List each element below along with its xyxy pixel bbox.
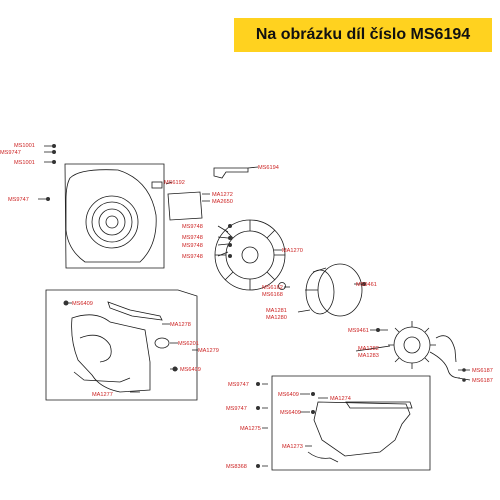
label-ma1274: MA1274 [330, 396, 351, 402]
label-ms8368: MS8368 [226, 464, 247, 470]
label-ms1001-b: MS1001 [14, 160, 35, 166]
fan-cover-box [64, 163, 165, 269]
stator-wire-2 [435, 335, 457, 363]
terminal-ms6187-a [462, 368, 466, 372]
clip-ms6192 [151, 181, 163, 189]
screw-ms9461-a [362, 282, 366, 286]
label-ma1273: MA1273 [282, 444, 303, 450]
fan-cover-grille-inner [98, 208, 126, 236]
rotor-back [305, 269, 335, 315]
label-ms6194: MS6194 [258, 165, 279, 171]
terminal-ms6187-b [462, 378, 466, 382]
label-ms9748-b: MS9748 [182, 235, 203, 241]
label-ma1270: MA1270 [282, 248, 303, 254]
label-ms6162: MS6162 [262, 285, 283, 291]
label-ms6192: MS6192 [164, 180, 185, 186]
fan-cover-grille-mid [91, 201, 133, 243]
label-ms6409-b: MS6409 [180, 367, 201, 373]
lower-cover-part [313, 401, 411, 457]
nut-ms6162 [278, 282, 286, 290]
screw-ms9748-d [228, 254, 232, 258]
label-ma1272: MA1272 [212, 192, 233, 198]
part-number-banner: Na obrázku díl číslo MS6194 [234, 18, 492, 52]
label-ms1001-a: MS1001 [14, 143, 35, 149]
cover-lower-box [271, 375, 431, 471]
label-ms9747-a: MS9747 [0, 150, 21, 156]
label-ms6409-d: MS6409 [280, 410, 301, 416]
fan-cover-grille-outer [85, 195, 139, 249]
shroud-group-box [45, 289, 198, 401]
label-ma1277: MA1277 [92, 392, 113, 398]
rotor-part [317, 263, 363, 317]
label-ma2650: MA2650 [212, 199, 233, 205]
fan-wheel-inner-ring [225, 230, 275, 280]
screw-ms8368 [256, 464, 260, 468]
screw-ms9747-d [256, 406, 260, 410]
screw-ms9461-b [376, 328, 380, 332]
stator-poles [388, 321, 436, 369]
stator-part [393, 326, 431, 364]
label-ms9461-b: MS9461 [348, 328, 369, 334]
label-ms6187-a: MS6187 [472, 368, 493, 374]
label-ms6409-c: MS6409 [278, 392, 299, 398]
screw-ms9747-c [256, 382, 260, 386]
label-ma1281: MA1281 [266, 308, 287, 314]
label-ma1283: MA1283 [358, 353, 379, 359]
screw-ms9748-b [228, 236, 232, 240]
screw-ms6409-a [63, 300, 69, 306]
stator-hub [403, 336, 421, 354]
screws [46, 144, 466, 468]
screw-ms9747-a [52, 150, 56, 154]
stator-wire [429, 351, 461, 379]
screw-ms6409-d [311, 410, 315, 414]
screw-ms9747-b [46, 197, 50, 201]
screw-ms9748-c [228, 243, 232, 247]
fan-cover-part [65, 169, 157, 263]
label-ms6409-a: MS6409 [72, 301, 93, 307]
label-ma1279: MA1279 [198, 348, 219, 354]
cover-label-plate [167, 191, 203, 221]
screw-ms6409-b [172, 366, 178, 372]
label-ms9747-c: MS9747 [228, 382, 249, 388]
label-ma1280: MA1280 [266, 315, 287, 321]
fan-wheel-hub [241, 246, 259, 264]
label-ms9748-a: MS9748 [182, 224, 203, 230]
engine-shroud-part [71, 314, 151, 393]
label-ms6201: MS6201 [178, 341, 199, 347]
label-ma1282: MA1282 [358, 346, 379, 352]
part-labels: MS1001 MS9747 MS1001 MS9747 MS6194 MS619… [0, 143, 493, 470]
label-ms9747-d: MS9747 [226, 406, 247, 412]
label-ms6168: MS6168 [262, 292, 283, 298]
screw-ms6409-c [311, 392, 315, 396]
bracket-ms6194 [213, 167, 249, 179]
screw-ms1001-b [52, 160, 56, 164]
rail-ma1274 [345, 401, 413, 409]
screw-ms9748-a [228, 224, 232, 228]
label-ms9461-a: MS9461 [356, 282, 377, 288]
screw-ms1001-a [52, 144, 56, 148]
seal-ma1277 [73, 371, 131, 383]
label-ms9748-c: MS9748 [182, 243, 203, 249]
shroud-detail [79, 334, 112, 363]
label-ms9748-d: MS9748 [182, 254, 203, 260]
label-ms9747-b: MS9747 [8, 197, 29, 203]
fan-cover-grille-center [105, 215, 119, 229]
bracket-ma1278 [107, 301, 163, 321]
label-ma1278: MA1278 [170, 322, 191, 328]
label-ms6187-b: MS6187 [472, 378, 493, 384]
label-ma1275: MA1275 [240, 426, 261, 432]
rod-ma1273 [307, 451, 339, 463]
grommet-ms6201 [154, 337, 170, 349]
